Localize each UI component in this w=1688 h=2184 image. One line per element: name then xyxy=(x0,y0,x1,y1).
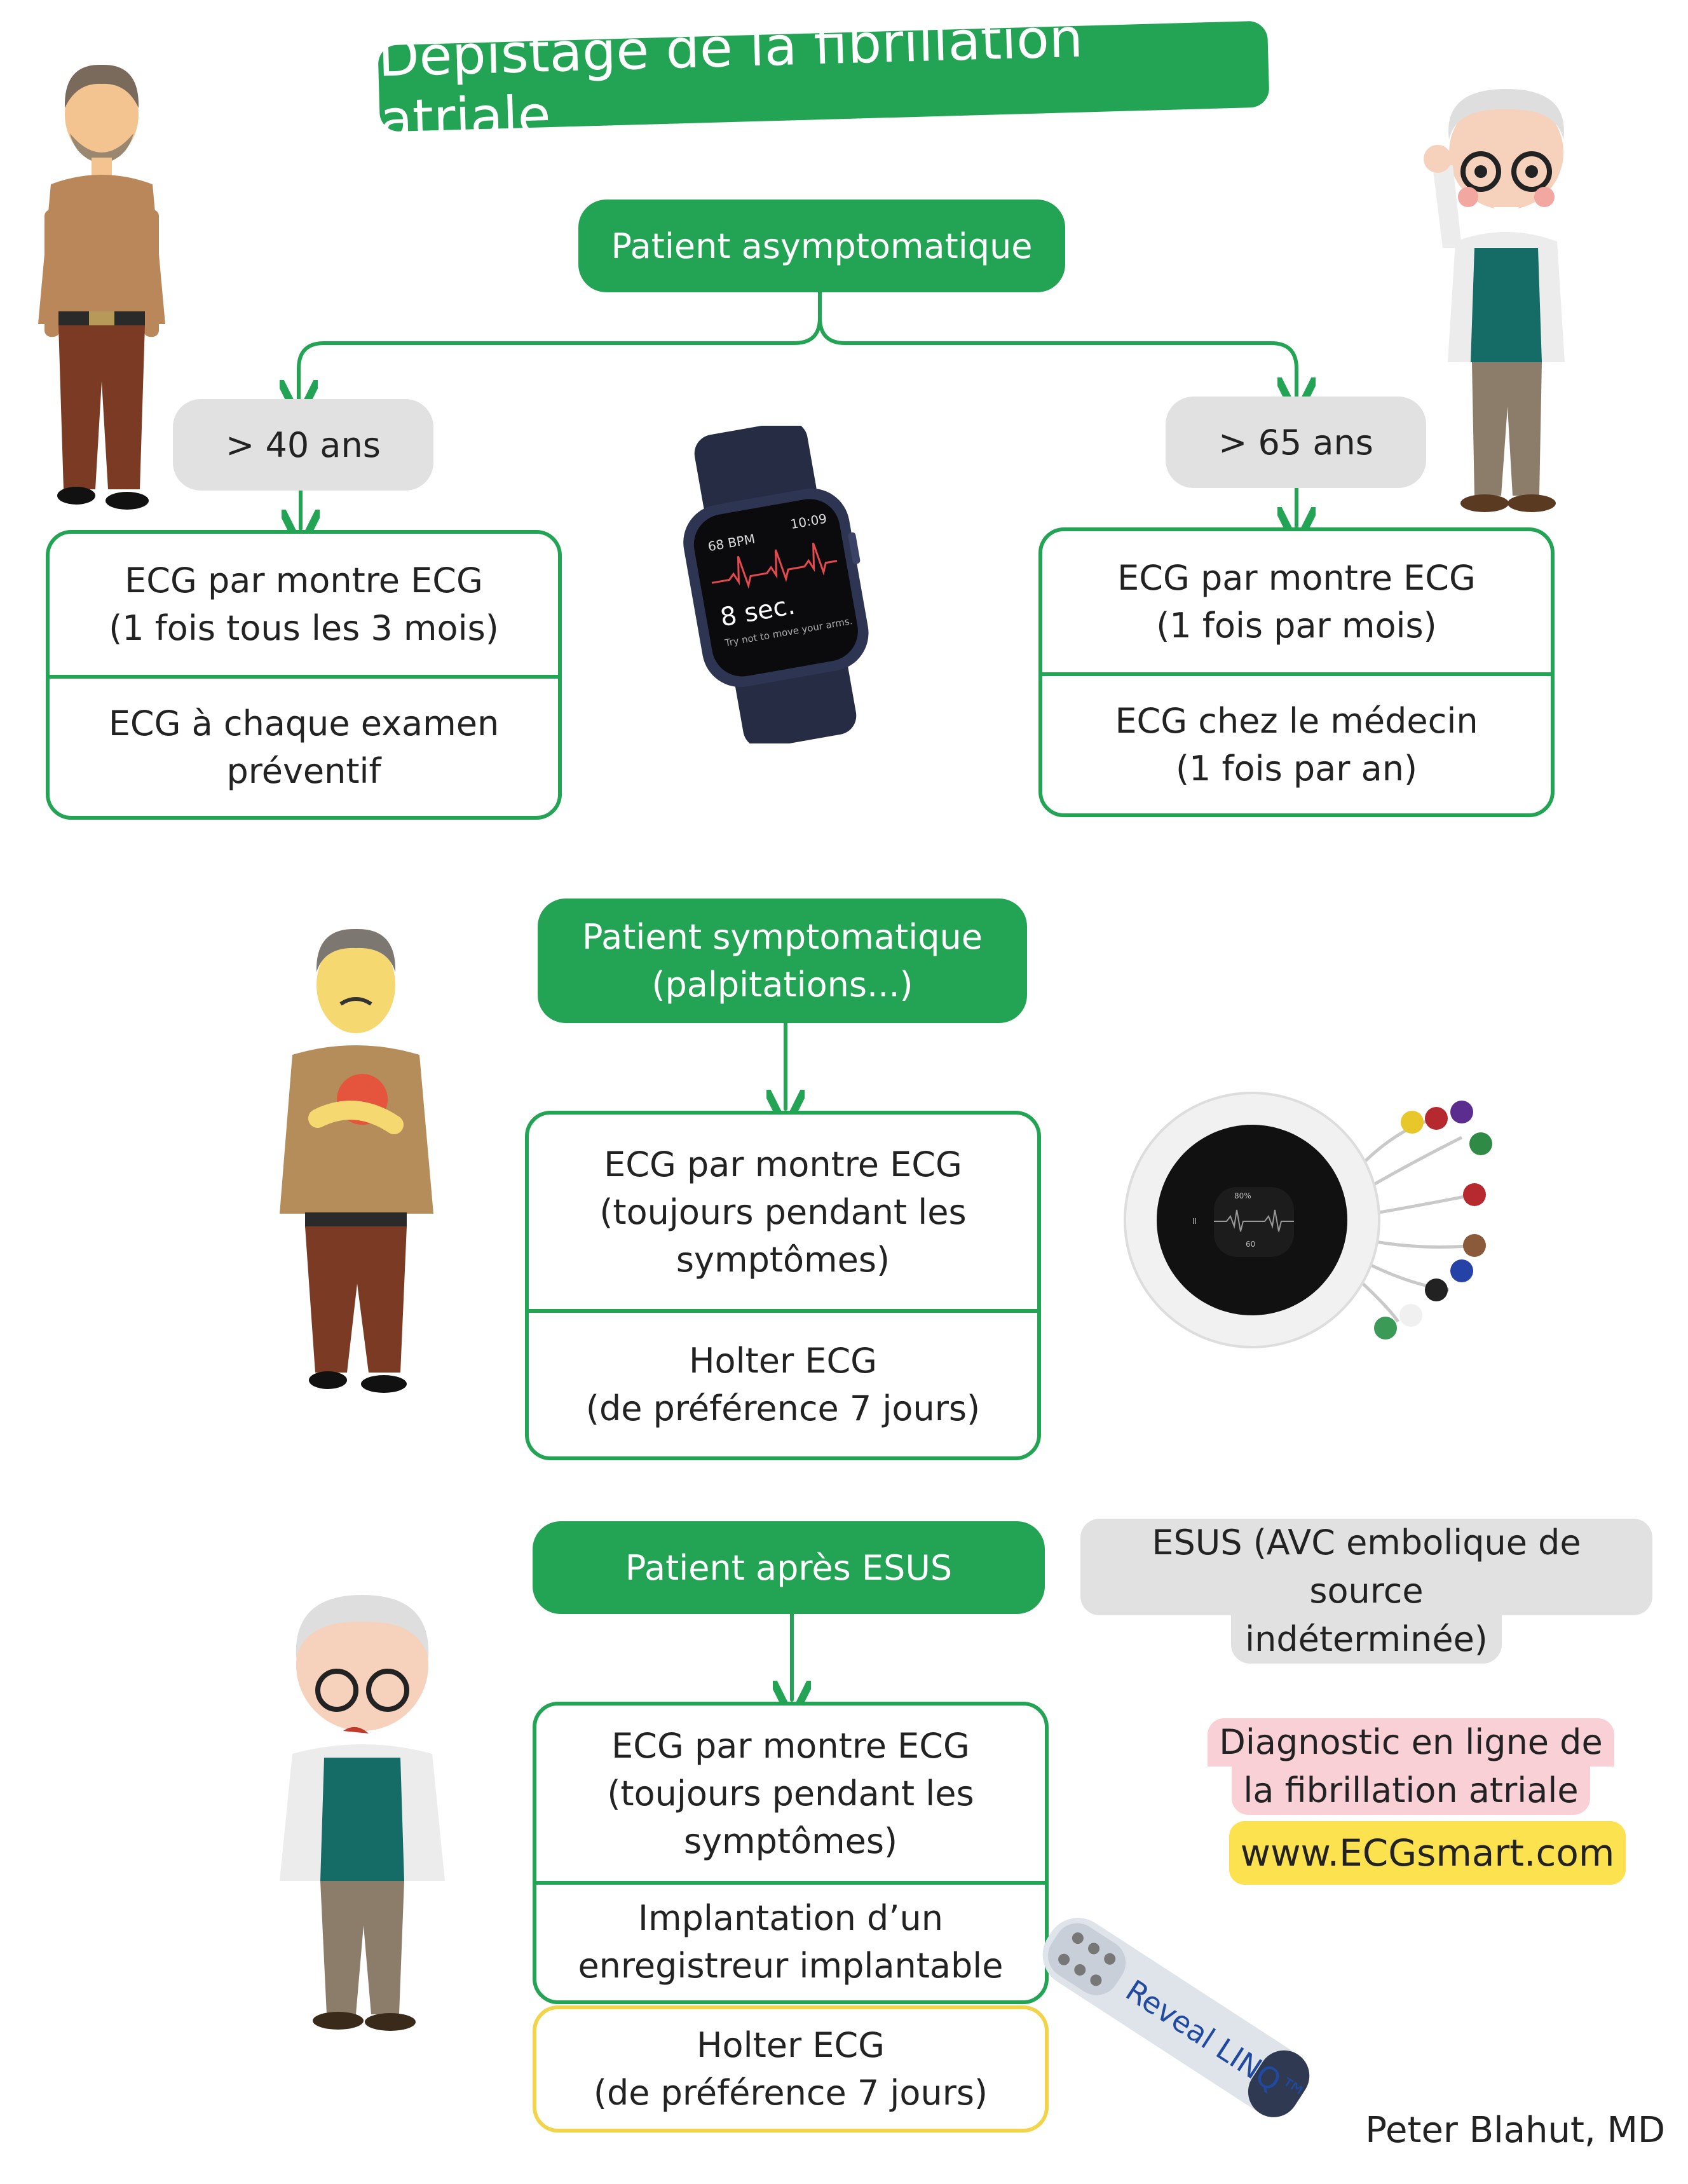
esus-item-1: ECG par montre ECG (toujours pendant les… xyxy=(607,1725,974,1861)
age-over-40-node: > 40 ans xyxy=(173,399,433,491)
holter-battery: 80% xyxy=(1234,1191,1251,1200)
patient-asymptomatic-node: Patient asymptomatique xyxy=(578,200,1065,292)
man-standing-illustration xyxy=(38,64,165,510)
man-palpitations-illustration xyxy=(280,928,433,1393)
box-40-item-2: ECG à chaque examen préventif xyxy=(108,703,500,791)
box-40-item-1: ECG par montre ECG (1 fois tous les 3 mo… xyxy=(109,560,499,648)
ecgsmart-link[interactable]: www.ECGsmart.com xyxy=(1229,1821,1626,1885)
esus-definition-line2: indéterminée) xyxy=(1231,1615,1502,1664)
device-label: Reveal LINQ™ xyxy=(1120,1973,1312,2114)
symptomatic-item-2: Holter ECG (de préférence 7 jours) xyxy=(585,1341,981,1428)
holter-hr: 60 xyxy=(1246,1240,1255,1249)
divider xyxy=(1042,672,1551,676)
esus-holter-box: Holter ECG (de préférence 7 jours) xyxy=(533,2005,1049,2133)
age-over-65-node: > 65 ans xyxy=(1166,397,1426,488)
promo-line1: Diagnostic en ligne de xyxy=(1208,1718,1614,1767)
esus-definition: ESUS (AVC embolique de source indétermin… xyxy=(1080,1519,1652,1664)
esus-item-2: Implantation d’un enregistreur implantab… xyxy=(578,1898,1004,1986)
screening-box-esus: ECG par montre ECG (toujours pendant les… xyxy=(533,1702,1049,2004)
promo-line2: la fibrillation atriale xyxy=(1232,1767,1590,1815)
esus-definition-line1: ESUS (AVC embolique de source xyxy=(1080,1519,1652,1615)
ecg-smartwatch-image: 68 BPM 10:09 8 sec. Try not to move your… xyxy=(683,426,869,743)
symptomatic-item-1: ECG par montre ECG (toujours pendant les… xyxy=(599,1144,967,1280)
holter-device-image: 80% II 60 xyxy=(1124,1092,1492,1348)
box-65-item-1: ECG par montre ECG (1 fois par mois) xyxy=(1117,558,1476,646)
online-diagnosis-promo: Diagnostic en ligne de la fibrillation a… xyxy=(1208,1718,1614,1815)
screening-box-65: ECG par montre ECG (1 fois par mois) ECG… xyxy=(1038,527,1555,817)
old-man-thumbs-up-illustration xyxy=(1424,89,1565,512)
divider xyxy=(529,1309,1037,1313)
screening-box-40: ECG par montre ECG (1 fois tous les 3 mo… xyxy=(46,530,562,820)
screening-box-symptomatic: ECG par montre ECG (toujours pendant les… xyxy=(525,1111,1041,1460)
box-65-item-2: ECG chez le médecin (1 fois par an) xyxy=(1115,701,1478,789)
reveal-linq-device-image: Reveal LINQ™ xyxy=(1042,1918,1312,2117)
arrow-to-40 xyxy=(299,290,822,399)
elderly-man-esus-illustration xyxy=(280,1595,445,2031)
holter-lead: II xyxy=(1192,1217,1197,1226)
divider xyxy=(50,675,558,679)
patient-esus-node: Patient après ESUS xyxy=(533,1521,1045,1614)
author-credit: Peter Blahut, MD xyxy=(1365,2110,1665,2151)
esus-holter-text: Holter ECG (de préférence 7 jours) xyxy=(593,2025,988,2113)
patient-symptomatic-node: Patient symptomatique (palpitations...) xyxy=(538,899,1027,1023)
divider xyxy=(536,1881,1045,1885)
arrow-to-65 xyxy=(818,290,1297,397)
